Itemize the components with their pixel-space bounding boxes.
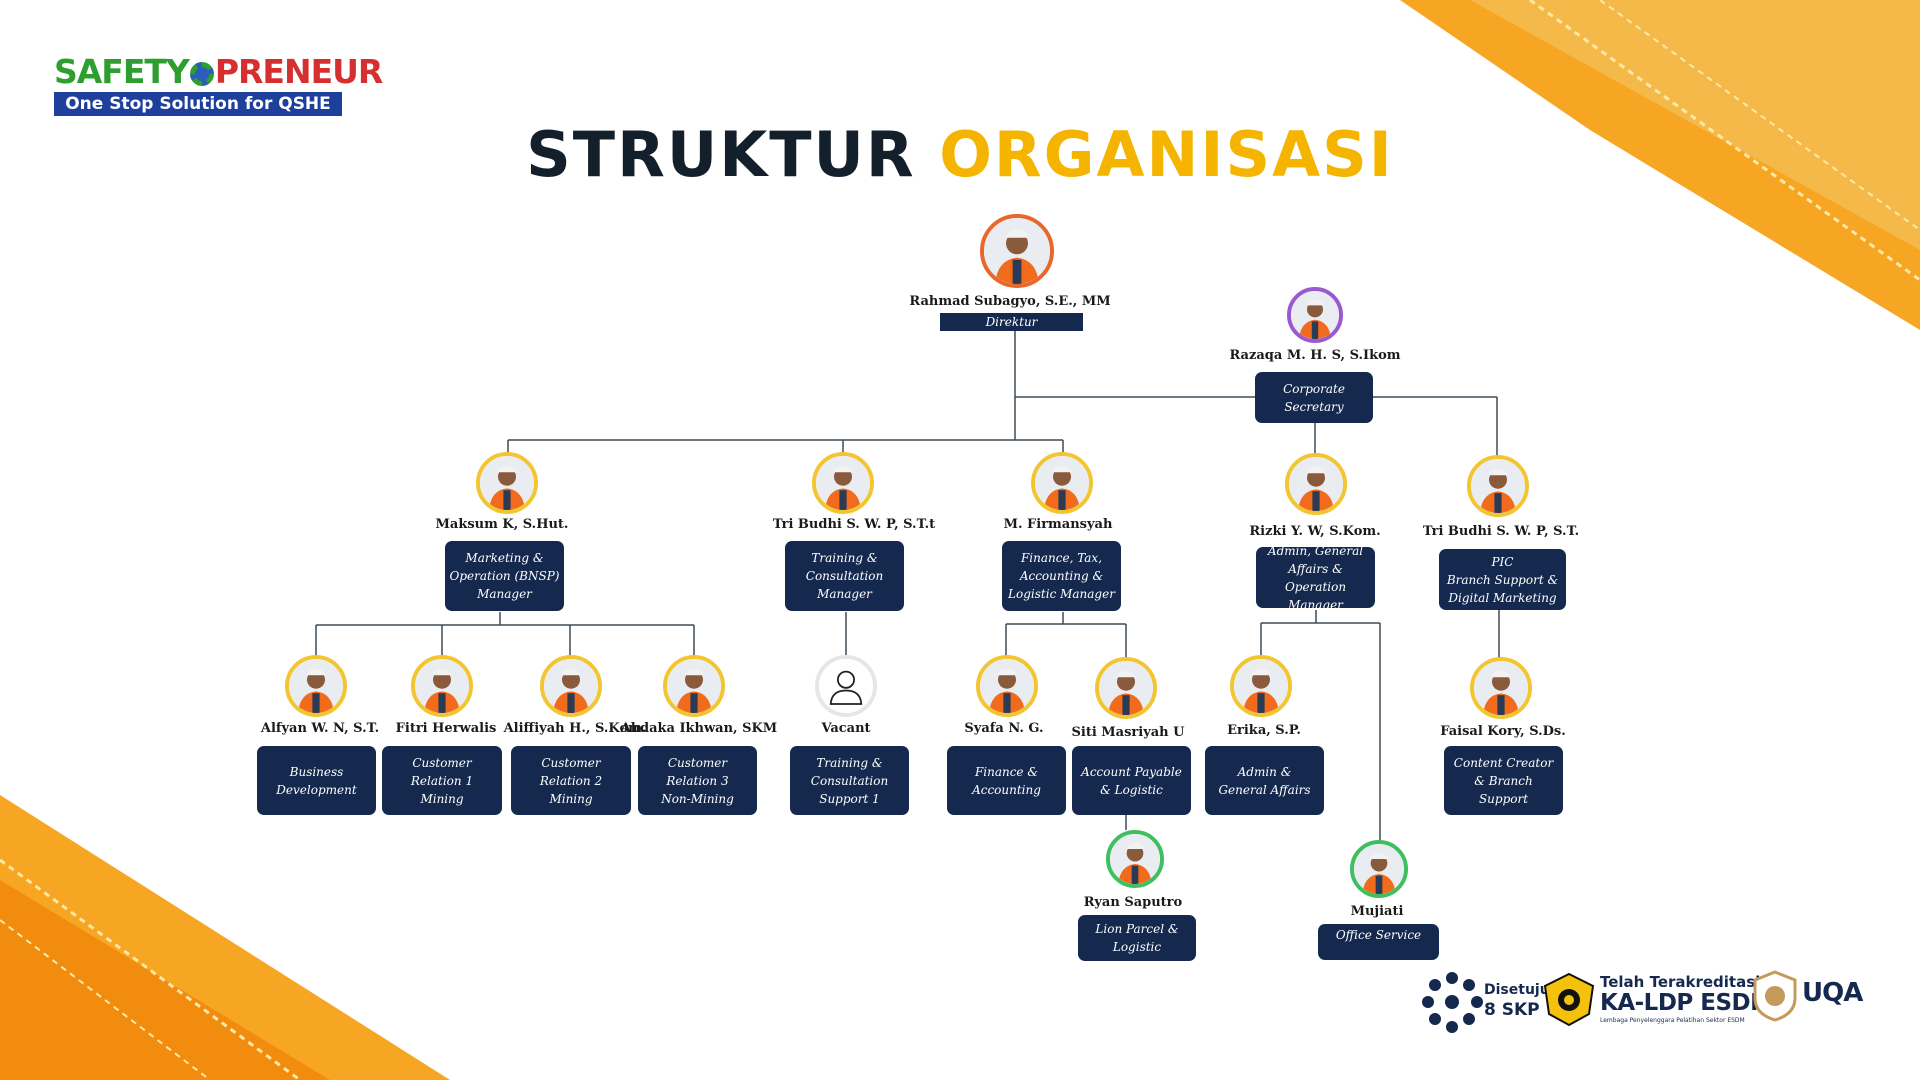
esdm-emblem-icon [1543, 972, 1595, 1027]
person-photo-icon [544, 659, 598, 713]
iso-badge-icon [1753, 970, 1797, 1022]
name-abdaka: Abdaka Ikhwan, SKM [620, 721, 778, 736]
avatar-erika [1230, 655, 1292, 717]
person-photo-icon [1035, 456, 1089, 510]
person-photo-icon [1471, 459, 1525, 513]
name-maksum: Maksum K, S.Hut. [435, 517, 569, 532]
role-direktur: Direktur [940, 313, 1083, 331]
name-tribudhi1: Tri Budhi S. W. P, S.T.t [772, 517, 936, 532]
avatar-ryan [1106, 830, 1164, 888]
avatar-fitri [411, 655, 473, 717]
avatar-mujiati [1350, 840, 1408, 898]
page-title: STRUKTUR ORGANISASI [0, 118, 1920, 191]
role-tribudhi2: PIC Branch Support & Digital Marketing [1439, 549, 1566, 610]
person-photo-icon [415, 659, 469, 713]
avatar-direktur [980, 214, 1054, 288]
role-siti: Account Payable & Logistic [1072, 746, 1191, 815]
name-siti: Siti Masriyah U [1071, 725, 1185, 740]
name-corsec: Razaqa M. H. S, S.Ikom [1229, 348, 1401, 363]
name-aliffiyah: Aliffiyah H., S.Kom. [503, 721, 647, 736]
name-alfyan: Alfyan W. N, S.T. [260, 721, 380, 736]
logo-text-preneur: PRENEUR [214, 52, 384, 91]
person-photo-icon [667, 659, 721, 713]
gear-icon [189, 62, 214, 86]
avatar-firmansyah [1031, 452, 1093, 514]
kemnaker-logo-icon [1422, 972, 1483, 1033]
skp-label-2: 8 SKP [1484, 1000, 1540, 1020]
name-ryan: Ryan Saputro [1083, 895, 1183, 910]
role-maksum: Marketing & Operation (BNSP) Manager [445, 541, 564, 611]
avatar-rizki [1285, 453, 1347, 515]
role-abdaka: Customer Relation 3 Non-Mining [638, 746, 757, 815]
name-mujiati: Mujiati [1350, 904, 1404, 919]
name-firmansyah: M. Firmansyah [1003, 517, 1113, 532]
role-ryan: Lion Parcel & Logistic [1078, 915, 1196, 961]
person-photo-icon [980, 659, 1034, 713]
role-syafa: Finance & Accounting [947, 746, 1066, 815]
role-corsec: Corporate Secretary [1255, 372, 1373, 423]
name-syafa: Syafa N. G. [964, 721, 1044, 736]
role-faisal: Content Creator & Branch Support [1444, 746, 1563, 815]
logo-text-safety: SAFETY [54, 52, 190, 91]
person-photo-icon [1110, 834, 1160, 884]
title-part1: STRUKTUR [526, 118, 916, 191]
name-rizki: Rizki Y. W, S.Kom. [1249, 524, 1381, 539]
avatar-abdaka [663, 655, 725, 717]
avatar-faisal [1470, 657, 1532, 719]
role-vacant: Training & Consultation Support 1 [790, 746, 909, 815]
avatar-vacant [815, 655, 877, 717]
avatar-tribudhi1 [812, 452, 874, 514]
person-photo-icon [984, 218, 1050, 284]
person-photo-icon [1474, 661, 1528, 715]
avatar-corsec [1287, 287, 1343, 343]
title-part2: ORGANISASI [939, 118, 1394, 191]
role-erika: Admin & General Affairs [1205, 746, 1324, 815]
avatar-syafa [976, 655, 1038, 717]
role-mujiati: Office Service [1318, 924, 1439, 960]
akreditasi-label-3: Lembaga Penyelenggara Pelatihan Sektor E… [1600, 1017, 1745, 1024]
role-alfyan: Business Development [257, 746, 376, 815]
uqa-logo: UQA [1802, 978, 1863, 1008]
person-photo-icon [816, 456, 870, 510]
person-photo-icon [1099, 661, 1153, 715]
name-vacant: Vacant [821, 721, 871, 736]
avatar-maksum [476, 452, 538, 514]
avatar-alfyan [285, 655, 347, 717]
vacant-person-icon [819, 659, 873, 713]
role-aliffiyah: Customer Relation 2 Mining [511, 746, 631, 815]
name-faisal: Faisal Kory, S.Ds. [1440, 724, 1566, 739]
avatar-tribudhi2 [1467, 455, 1529, 517]
person-photo-icon [1291, 291, 1339, 339]
person-photo-icon [289, 659, 343, 713]
person-photo-icon [1234, 659, 1288, 713]
person-photo-icon [1289, 457, 1343, 511]
person-photo-icon [480, 456, 534, 510]
name-tribudhi2: Tri Budhi S. W. P, S.T. [1422, 524, 1580, 539]
avatar-aliffiyah [540, 655, 602, 717]
logo-tagline: One Stop Solution for QSHE [54, 92, 342, 116]
akreditasi-label-2: KA-LDP ESDM [1600, 990, 1773, 1016]
role-firmansyah: Finance, Tax, Accounting & Logistic Mana… [1002, 541, 1121, 611]
skp-label-1: Disetujui [1484, 982, 1555, 998]
akreditasi-label-1: Telah Terakreditasi [1600, 973, 1761, 991]
role-fitri: Customer Relation 1 Mining [382, 746, 502, 815]
role-rizki: Admin, General Affairs & Operation Manag… [1256, 544, 1375, 612]
name-fitri: Fitri Herwalis [395, 721, 497, 736]
company-logo: SAFETY PRENEUR [54, 52, 384, 91]
name-erika: Erika, S.P. [1227, 723, 1301, 738]
name-direktur: Rahmad Subagyo, S.E., MM [909, 294, 1111, 309]
avatar-siti [1095, 657, 1157, 719]
role-tribudhi1: Training & Consultation Manager [785, 541, 904, 611]
person-photo-icon [1354, 844, 1404, 894]
